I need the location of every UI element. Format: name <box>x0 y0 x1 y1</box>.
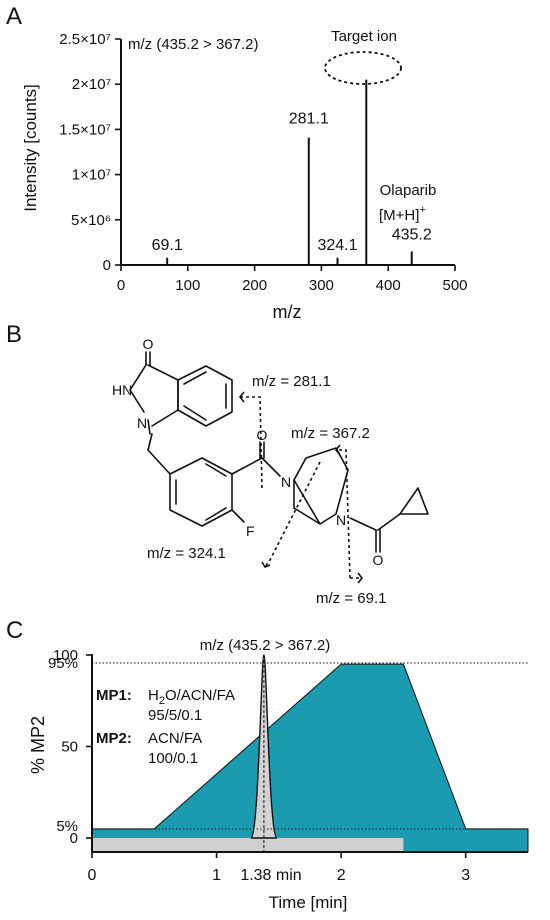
y-tick-label: 1×10⁷ <box>72 167 111 184</box>
bond <box>147 364 179 381</box>
fragment-label: m/z = 324.1 <box>147 545 226 562</box>
y-tick-label: 1.5×10⁷ <box>59 121 111 138</box>
bond <box>151 409 179 427</box>
bond <box>183 371 207 385</box>
bond <box>129 364 147 413</box>
atom-label: F <box>246 523 255 539</box>
y-tick-label: 0 <box>103 257 111 274</box>
x-tick-label: 100 <box>175 277 200 294</box>
retention-time-label: 1.38 min <box>240 867 301 884</box>
y-tick-label: 100 <box>53 647 78 664</box>
y-tick-label: 0 <box>70 830 78 847</box>
x-tick-label: 500 <box>442 277 467 294</box>
panel-c-ylabel: % MP2 <box>28 716 48 774</box>
peak-label: 69.1 <box>152 237 183 254</box>
fluorophenyl-ring <box>169 457 233 527</box>
mp1-label: MP1: <box>96 687 132 704</box>
x-tick-label: 2 <box>337 867 346 884</box>
x-tick-label: 400 <box>376 277 401 294</box>
bond <box>147 433 153 451</box>
arrowhead <box>238 391 245 403</box>
panel-b: B <box>6 321 429 607</box>
atom-label: N <box>137 415 147 431</box>
bond <box>205 463 227 477</box>
bond <box>231 457 263 475</box>
mp2-ratio: 100/0.1 <box>148 750 198 767</box>
fragment-324-marker <box>264 461 321 568</box>
panel-c: C m/z (435.2 > 367.2) % MP2 Time [min] 0… <box>6 617 529 912</box>
mp1-ratio: 95/5/0.1 <box>148 707 202 724</box>
y-tick-label: 2.5×10⁷ <box>59 31 111 48</box>
x-tick-label: 300 <box>309 277 334 294</box>
x-tick-label: 0 <box>117 277 125 294</box>
y-tick-label: 50 <box>61 739 78 756</box>
y-tick-label: 5×10⁶ <box>71 212 111 229</box>
panel-c-axis-ticks: 0 1 2 3 0 50 100 <box>53 647 470 884</box>
bond <box>349 517 377 531</box>
panel-b-letter: B <box>6 321 22 348</box>
mp2-composition: ACN/FA <box>148 730 202 747</box>
panel-c-xlabel: Time [min] <box>269 893 348 912</box>
y-label-95: 95% <box>48 655 78 672</box>
x-tick-label: 3 <box>461 867 470 884</box>
bond <box>147 449 171 475</box>
x-tick-label: 0 <box>88 867 97 884</box>
bond <box>205 507 227 521</box>
bond <box>261 457 281 477</box>
atom-label: O <box>373 552 384 568</box>
target-ion-label: Target ion <box>331 28 397 45</box>
chromatogram-baseline <box>92 838 404 852</box>
peak-label: 281.1 <box>289 111 329 128</box>
bond <box>293 507 321 525</box>
atom-label: O <box>143 336 154 352</box>
mp1-composition: H2O/ACN/FA <box>148 687 235 707</box>
olaparib-label: Olaparib <box>380 182 437 199</box>
arrowhead <box>334 444 341 456</box>
fragment-label: m/z = 367.2 <box>291 425 370 442</box>
panel-a-ylabel: Intensity [counts] <box>21 84 40 212</box>
panel-a-xlabel: m/z <box>273 302 302 322</box>
y-label-5: 5% <box>56 818 78 835</box>
panel-c-plot <box>91 654 529 853</box>
panel-c-letter: C <box>6 617 23 644</box>
panel-a-letter: A <box>6 3 22 30</box>
olaparib-structure: O HN N O N N O F <box>112 336 429 568</box>
atom-label: N <box>281 474 291 490</box>
fragment-label: m/z = 281.1 <box>252 373 331 390</box>
arrowhead <box>357 572 364 584</box>
benzo-ring <box>177 365 233 427</box>
panel-a: A Intensity [counts] m/z m/z (435.2 > 36… <box>6 3 468 322</box>
fragmentation-markers: m/z = 281.1 m/z = 367.2 m/z = 324.1 m/z … <box>147 373 386 607</box>
cyclopropyl-ring <box>399 487 429 515</box>
y-tick-label: 2×10⁷ <box>72 76 111 93</box>
x-tick-label: 200 <box>242 277 267 294</box>
panel-a-annotation: m/z (435.2 > 367.2) <box>128 36 259 53</box>
atom-label: HN <box>112 382 132 398</box>
fragment-367-marker <box>336 449 351 579</box>
bond <box>231 509 245 523</box>
bond <box>377 513 401 531</box>
x-tick-label: 1 <box>212 867 221 884</box>
arrowhead <box>261 561 271 568</box>
bond <box>183 405 207 421</box>
target-ion-ellipse <box>324 51 402 85</box>
fragment-281-marker <box>240 396 263 489</box>
mh-label: [M+H]+ <box>379 204 426 224</box>
panel-c-title: m/z (435.2 > 367.2) <box>200 637 331 654</box>
panel-a-axis-ticks: 0 100 200 300 400 500 0 5×10⁶ 1×10⁷ 1.5×10⁷ 2×10⁷ 2… <box>59 31 467 294</box>
bond <box>147 419 151 435</box>
fragment-label: m/z = 69.1 <box>316 590 386 607</box>
atom-label: O <box>257 427 268 443</box>
atom-label: N <box>336 512 346 528</box>
mp2-label: MP2: <box>96 730 132 747</box>
peak-label: 435.2 <box>392 226 432 243</box>
gradient-area <box>91 663 529 853</box>
peak-label: 324.1 <box>317 237 357 254</box>
